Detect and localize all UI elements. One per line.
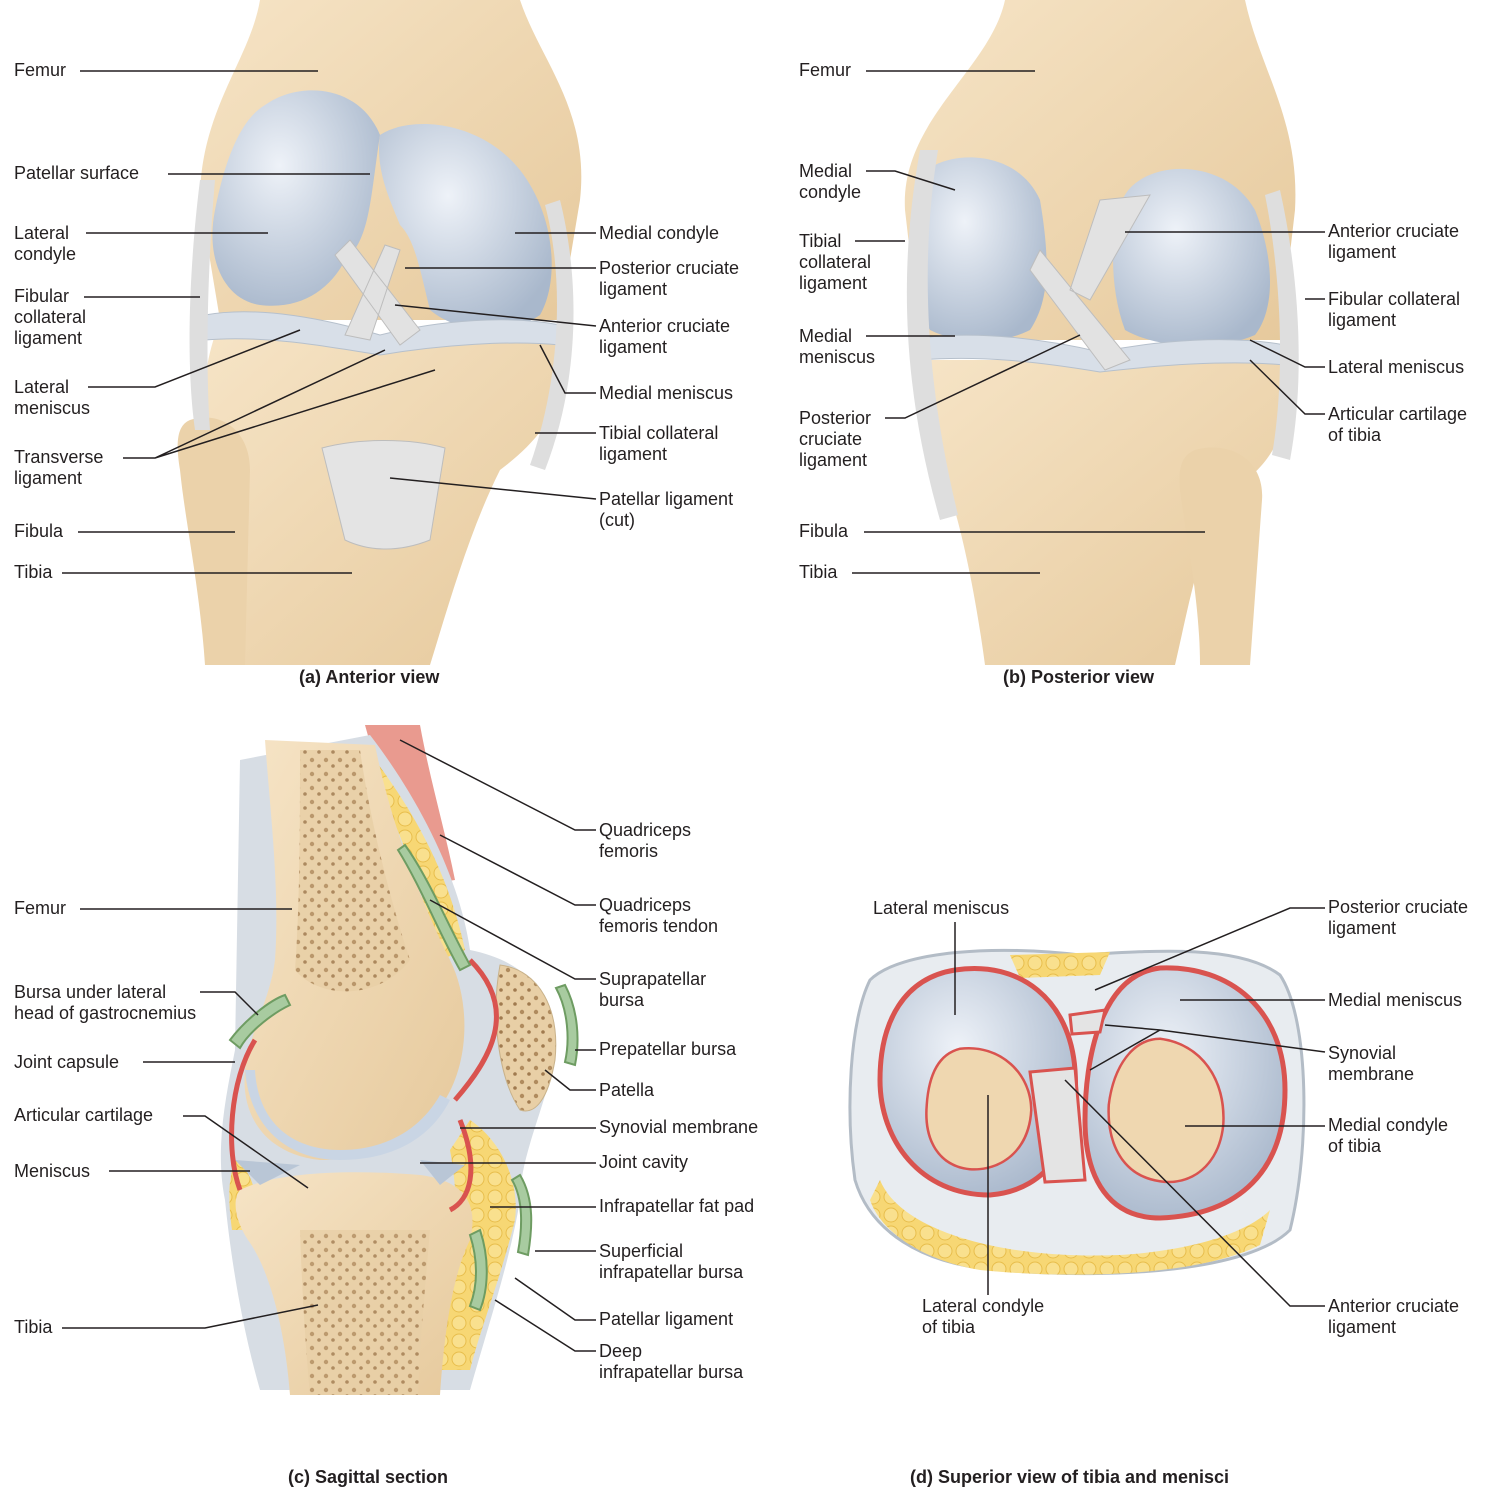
sagittal-label-femur: Femur xyxy=(14,898,67,918)
posterior-label-lateral-meniscus: Lateral meniscus xyxy=(1328,357,1465,377)
anterior-label-patellar-surface: Patellar surface xyxy=(14,163,140,183)
sagittal-femur-marrow xyxy=(295,750,410,992)
sagittal-label-bursa-gastrocnemius: Bursa under lateral head of gastrocnemiu… xyxy=(14,982,197,1023)
posterior-label-acl: Anterior cruciate ligament xyxy=(1328,221,1460,262)
anterior-label-transverse: Transverse ligament xyxy=(14,447,104,488)
anterior-label-medial-condyle: Medial condyle xyxy=(599,223,720,243)
anterior-label-patellar-ligament: Patellar ligament (cut) xyxy=(599,489,734,530)
posterior-label-medial-meniscus: Medial meniscus xyxy=(799,326,876,367)
posterior-lateral-condyle-cartilage xyxy=(1113,168,1270,346)
superior-cruciate-ligaments xyxy=(1028,1008,1107,1184)
posterior-label-pcl: Posterior cruciate ligament xyxy=(799,408,872,470)
anterior-label-tibial-collateral: Tibial collateral ligament xyxy=(599,423,719,464)
posterior-fibular-collateral-ligament xyxy=(1265,190,1299,460)
superior-label-lateral-condyle: Lateral condyle of tibia xyxy=(922,1296,1045,1337)
leader-lines xyxy=(62,70,1326,1352)
anterior-cruciate-ligaments xyxy=(334,239,421,346)
sagittal-label-deep-bursa: Deep infrapatellar bursa xyxy=(599,1341,744,1382)
posterior-tibia xyxy=(917,360,1289,665)
superior-label-acl: Anterior cruciate ligament xyxy=(1328,1296,1460,1337)
anterior-label-lateral-condyle: Lateral condyle xyxy=(14,223,77,264)
superior-lateral-condyle xyxy=(927,1049,1030,1169)
anterior-caption: (a) Anterior view xyxy=(299,667,440,687)
superior-label-medial-meniscus: Medial meniscus xyxy=(1328,990,1463,1010)
sagittal-caption: (c) Sagittal section xyxy=(288,1467,449,1487)
anterior-view-art xyxy=(177,0,582,665)
anterior-label-fibular-collateral: Fibular collateral ligament xyxy=(14,286,87,348)
superior-label-synovial: Synovial membrane xyxy=(1328,1043,1415,1084)
sagittal-label-meniscus: Meniscus xyxy=(14,1161,91,1181)
sagittal-patella xyxy=(495,964,557,1112)
posterior-label-articular-cartilage: Articular cartilage of tibia xyxy=(1328,404,1468,445)
sagittal-label-suprapatellar: Suprapatellar bursa xyxy=(599,969,707,1010)
anterior-fibula xyxy=(177,417,250,665)
sagittal-label-joint-cavity: Joint cavity xyxy=(599,1152,689,1172)
sagittal-label-tibia: Tibia xyxy=(14,1317,53,1337)
anterior-label-medial-meniscus: Medial meniscus xyxy=(599,383,734,403)
sagittal-label-quadriceps: Quadriceps femoris xyxy=(599,820,692,861)
posterior-label-femur: Femur xyxy=(799,60,852,80)
posterior-cruciate-ligaments xyxy=(1029,194,1151,371)
sagittal-label-patellar-ligament: Patellar ligament xyxy=(599,1309,734,1329)
anterior-label-acl: Anterior cruciate ligament xyxy=(599,316,731,357)
posterior-label-tibial-collateral: Tibial collateral ligament xyxy=(799,231,872,293)
sagittal-synovial-membrane xyxy=(229,958,499,1213)
anterior-label-pcl: Posterior cruciate ligament xyxy=(599,258,740,299)
sagittal-label-prepatellar: Prepatellar bursa xyxy=(599,1039,737,1059)
superior-medial-condyle xyxy=(1109,1040,1223,1181)
sagittal-label-fat-pad: Infrapatellar fat pad xyxy=(599,1196,755,1216)
anterior-label-fibula: Fibula xyxy=(14,521,64,541)
superior-fat-posterior xyxy=(1010,952,1110,978)
posterior-fibula xyxy=(1179,447,1263,665)
superior-caption: (d) Superior view of tibia and menisci xyxy=(910,1467,1230,1487)
sagittal-label-superficial-bursa: Superficial infrapatellar bursa xyxy=(599,1241,744,1282)
sagittal-label-articular-cartilage: Articular cartilage xyxy=(14,1105,154,1125)
posterior-caption: (b) Posterior view xyxy=(1003,667,1155,687)
sagittal-label-joint-capsule: Joint capsule xyxy=(14,1052,120,1072)
superior-view-art xyxy=(848,948,1306,1276)
posterior-label-fibula: Fibula xyxy=(799,521,849,541)
sagittal-tibia-marrow xyxy=(300,1230,430,1395)
posterior-label-tibia: Tibia xyxy=(799,562,838,582)
superior-label-medial-condyle: Medial condyle of tibia xyxy=(1328,1115,1449,1156)
superior-label-lateral-meniscus: Lateral meniscus xyxy=(873,898,1010,918)
sagittal-section-art xyxy=(220,725,579,1395)
posterior-medial-condyle-cartilage xyxy=(910,157,1047,342)
anterior-medial-condyle-cartilage xyxy=(379,124,552,330)
posterior-tibial-collateral-ligament xyxy=(906,150,958,520)
posterior-label-medial-condyle: Medial condyle xyxy=(799,161,862,202)
anterior-label-tibia: Tibia xyxy=(14,562,53,582)
sagittal-bursae xyxy=(228,843,579,1312)
anterior-label-lateral-meniscus: Lateral meniscus xyxy=(14,377,91,418)
superior-fat-pad xyxy=(870,1180,1270,1275)
sagittal-femur-cartilage xyxy=(245,1070,450,1160)
sagittal-label-quadriceps-tendon: Quadriceps femoris tendon xyxy=(599,895,719,936)
anterior-fibular-collateral-ligament xyxy=(189,180,215,430)
anterior-patellar-ligament xyxy=(321,440,446,550)
anterior-label-femur: Femur xyxy=(14,60,67,80)
sagittal-label-patella: Patella xyxy=(599,1080,655,1100)
posterior-label-fibular-collateral: Fibular collateral ligament xyxy=(1328,289,1461,330)
sagittal-menisci xyxy=(235,1160,465,1185)
superior-label-pcl: Posterior cruciate ligament xyxy=(1328,897,1469,938)
posterior-view-art xyxy=(904,0,1299,665)
sagittal-label-synovial: Synovial membrane xyxy=(599,1117,759,1137)
